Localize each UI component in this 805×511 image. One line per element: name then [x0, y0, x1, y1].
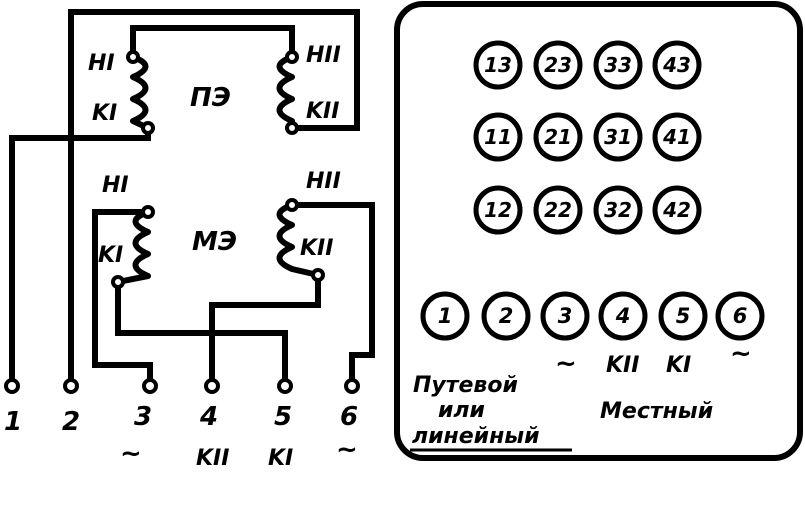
socket-21: 21: [533, 112, 583, 162]
terminal-6: 6 ~: [336, 378, 360, 465]
plug-4-number: 4: [615, 304, 631, 328]
coil-me-1: [111, 205, 155, 289]
terminal-2-number: 2: [62, 407, 80, 437]
label-me-n2: HII: [306, 169, 341, 194]
socket-31-number: 31: [604, 125, 632, 149]
socket-11: 11: [473, 112, 523, 162]
plug-2-number: 2: [499, 304, 514, 328]
wire-pe-top-link: [130, 25, 295, 60]
terminal-3-number: 3: [134, 402, 152, 432]
terminal-4: 4 KII: [196, 378, 229, 471]
socket-12-number: 12: [484, 198, 512, 222]
coil-pe-1: [126, 50, 155, 135]
label-mestny: Местный: [600, 399, 713, 424]
terminal-5-mark: KI: [268, 446, 293, 471]
label-pe: ПЭ: [190, 83, 231, 113]
terminal-1: 1: [4, 378, 22, 437]
terminal-6-mark: ~: [336, 435, 358, 465]
terminal-2: 2: [62, 378, 80, 437]
plug-5-number: 5: [676, 304, 691, 328]
socket-31: 31: [593, 112, 643, 162]
plug-5-mark: KI: [666, 353, 691, 378]
wire-terminal-4: [209, 272, 321, 381]
terminal-3: 3 ~: [120, 378, 158, 469]
socket-23: 23: [533, 40, 583, 90]
label-me-n1: HI: [102, 173, 129, 198]
socket-21-number: 21: [544, 125, 572, 149]
terminal-5-number: 5: [274, 402, 292, 432]
label-putevoy: Путевой: [413, 373, 518, 398]
terminal-5: 5 KI: [268, 378, 293, 471]
wire-terminal-1: [9, 125, 151, 383]
socket-23-number: 23: [544, 53, 572, 77]
terminal-6-number: 6: [340, 402, 358, 432]
label-me: МЭ: [192, 227, 237, 257]
plug-6-mark: ~: [730, 339, 752, 369]
socket-32: 32: [593, 185, 643, 235]
plug-5: 5: [658, 291, 708, 341]
label-pe-k2: KII: [306, 99, 339, 124]
plug-3-number: 3: [558, 304, 573, 328]
socket-42-number: 42: [662, 198, 691, 222]
plug-6-number: 6: [733, 304, 748, 328]
plug-4-mark: KII: [606, 353, 639, 378]
plug-row: 1 2 3 4 5 6: [420, 291, 765, 341]
socket-22-number: 22: [544, 198, 572, 222]
socket-43-number: 43: [662, 53, 691, 77]
plug-3-mark: ~: [555, 349, 577, 379]
terminal-4-mark: KII: [196, 446, 229, 471]
coil-me-2: [276, 198, 325, 282]
socket-32-number: 32: [604, 198, 632, 222]
label-pe-k1: KI: [92, 101, 117, 126]
socket-11-number: 11: [484, 125, 512, 149]
socket-13: 13: [473, 40, 523, 90]
socket-33: 33: [593, 40, 643, 90]
plug-1: 1: [420, 291, 470, 341]
wire-terminal-6: [289, 202, 375, 381]
label-pe-n2: HII: [306, 43, 341, 68]
socket-12: 12: [473, 185, 523, 235]
wire-terminal-5: [115, 279, 288, 381]
socket-grid: 13 23 33 43 11 21 31 41 12 22 32 42: [473, 40, 702, 235]
socket-22: 22: [533, 185, 583, 235]
socket-42: 42: [652, 185, 702, 235]
socket-41: 41: [652, 112, 702, 162]
socket-43: 43: [652, 40, 702, 90]
terminal-3-mark: ~: [120, 439, 142, 469]
plug-2: 2: [481, 291, 531, 341]
label-me-k2: KII: [300, 236, 333, 261]
label-ili: или: [438, 398, 485, 423]
label-lineyny: линейный: [412, 424, 540, 449]
plug-4: 4: [598, 291, 648, 341]
terminal-4-number: 4: [199, 402, 218, 432]
plug-1-number: 1: [438, 304, 453, 328]
plug-6: 6: [715, 291, 765, 341]
label-me-k1: KI: [98, 243, 123, 268]
socket-41-number: 41: [662, 125, 691, 149]
socket-13-number: 13: [484, 53, 512, 77]
label-pe-n1: HI: [88, 51, 115, 76]
schematic-wiring: [9, 9, 375, 388]
terminal-1-number: 1: [4, 407, 22, 437]
coil-pe-2: [276, 50, 299, 135]
wire-terminal-3: [92, 209, 153, 381]
plug-3: 3: [540, 291, 590, 341]
socket-33-number: 33: [604, 53, 632, 77]
